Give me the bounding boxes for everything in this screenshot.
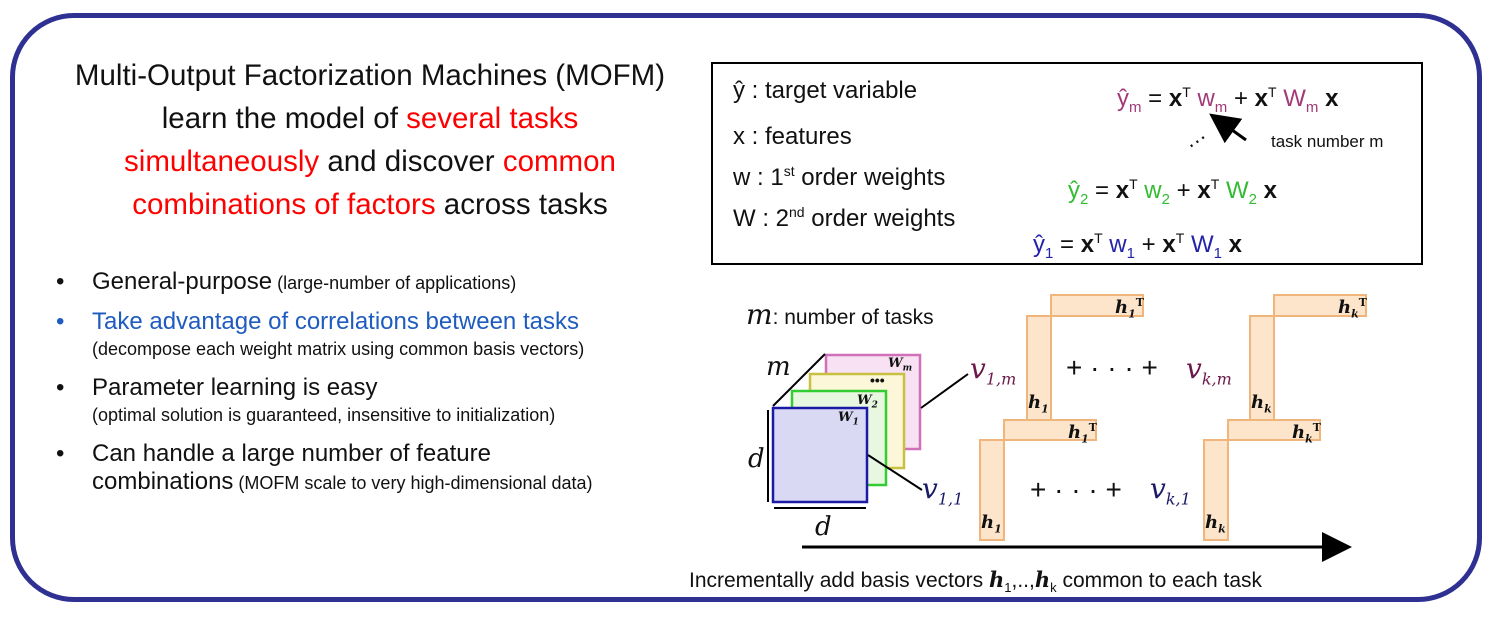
hk-bottom-label: hk (1205, 512, 1226, 536)
def-second-order: W : 2nd order weights (733, 204, 956, 232)
d-horizontal-label: d (815, 512, 832, 542)
d-vertical-label: d (748, 444, 765, 474)
headline: Multi-Output Factorization Machines (MOF… (30, 54, 710, 226)
leader-line-m (920, 373, 969, 409)
tasks-count-label: m: number of tasks (746, 298, 934, 331)
coef-v-k-m: vk,m (1186, 352, 1232, 389)
basis-col-h1-bottom (979, 439, 1005, 541)
definitions: ŷ : target variable x : features w : 1st… (733, 74, 955, 236)
basis-col-hk-bottom (1203, 439, 1229, 541)
headline-line-2: learn the model of several tasks (161, 102, 579, 135)
equation-2: ŷ2 = xT w2 + xT W2 x (1068, 176, 1277, 208)
basis-row-hk-bottom (1227, 419, 1321, 441)
equation-1: ŷ1 = xT w1 + xT W1 x (1033, 230, 1242, 262)
coef-v-1-1: v1,1 (922, 472, 964, 509)
headline-line-4: combinations of factors across tasks (132, 188, 608, 221)
basis-col-hk-top (1249, 315, 1275, 421)
coef-v-k-1: vk,1 (1150, 472, 1191, 509)
matrix-label-2: W2 (857, 393, 878, 411)
list-item: • Can handle a large number of feature c… (56, 440, 593, 495)
definitions-box: ŷ : target variable x : features w : 1st… (711, 62, 1423, 265)
hk-top-label: hk (1251, 392, 1272, 416)
def-features: x : features (733, 123, 852, 150)
matrix-label-1: W1 (838, 410, 859, 428)
list-item: • General-purpose (large-number of appli… (56, 268, 517, 295)
sum-dots-top: + · · · + (1066, 352, 1158, 383)
def-target: ŷ : target variable (733, 77, 918, 104)
coef-v-1-m: v1,m (970, 352, 1017, 389)
h1-top-transpose-label: h1T (1115, 296, 1144, 321)
basis-row-h1-bottom (1003, 419, 1097, 441)
feature-list: • General-purpose (large-number of appli… (56, 268, 716, 508)
headline-line-1: Multi-Output Factorization Machines (MOF… (74, 59, 666, 92)
task-number-arrow (1209, 113, 1247, 144)
equation-m: ŷm = xT wm + xT Wm x (1117, 84, 1339, 116)
matrix-1 (771, 406, 869, 504)
list-item: • Take advantage of correlations between… (56, 308, 585, 359)
matrix-dots: ••• (870, 372, 885, 388)
leader-line-1 (867, 454, 923, 491)
rounded-frame (10, 13, 1482, 602)
task-number-label: task number m (1271, 132, 1384, 151)
h1-bottom-transpose-label: h1T (1068, 421, 1097, 446)
matrix-label-m: Wm (888, 356, 913, 374)
hk-bottom-transpose-label: hkT (1292, 421, 1321, 446)
def-first-order: w : 1st order weights (733, 163, 946, 191)
list-item: • Parameter learning is easy (optimal so… (56, 374, 556, 425)
basis-row-hk-top (1273, 294, 1367, 317)
h1-top-label: h1 (1028, 392, 1049, 416)
m-dimension-label: m (766, 352, 791, 382)
basis-row-h1-top (1050, 294, 1144, 317)
sum-dots-bottom: + · · · + (1030, 474, 1122, 505)
incremental-caption: Incrementally add basis vectors h1,..,hk… (689, 567, 1263, 596)
hk-top-transpose-label: hkT (1338, 296, 1367, 321)
h1-bottom-label: h1 (981, 512, 1002, 536)
m-axis-line (772, 353, 826, 407)
headline-line-3: simultaneously and discover common (124, 145, 616, 178)
